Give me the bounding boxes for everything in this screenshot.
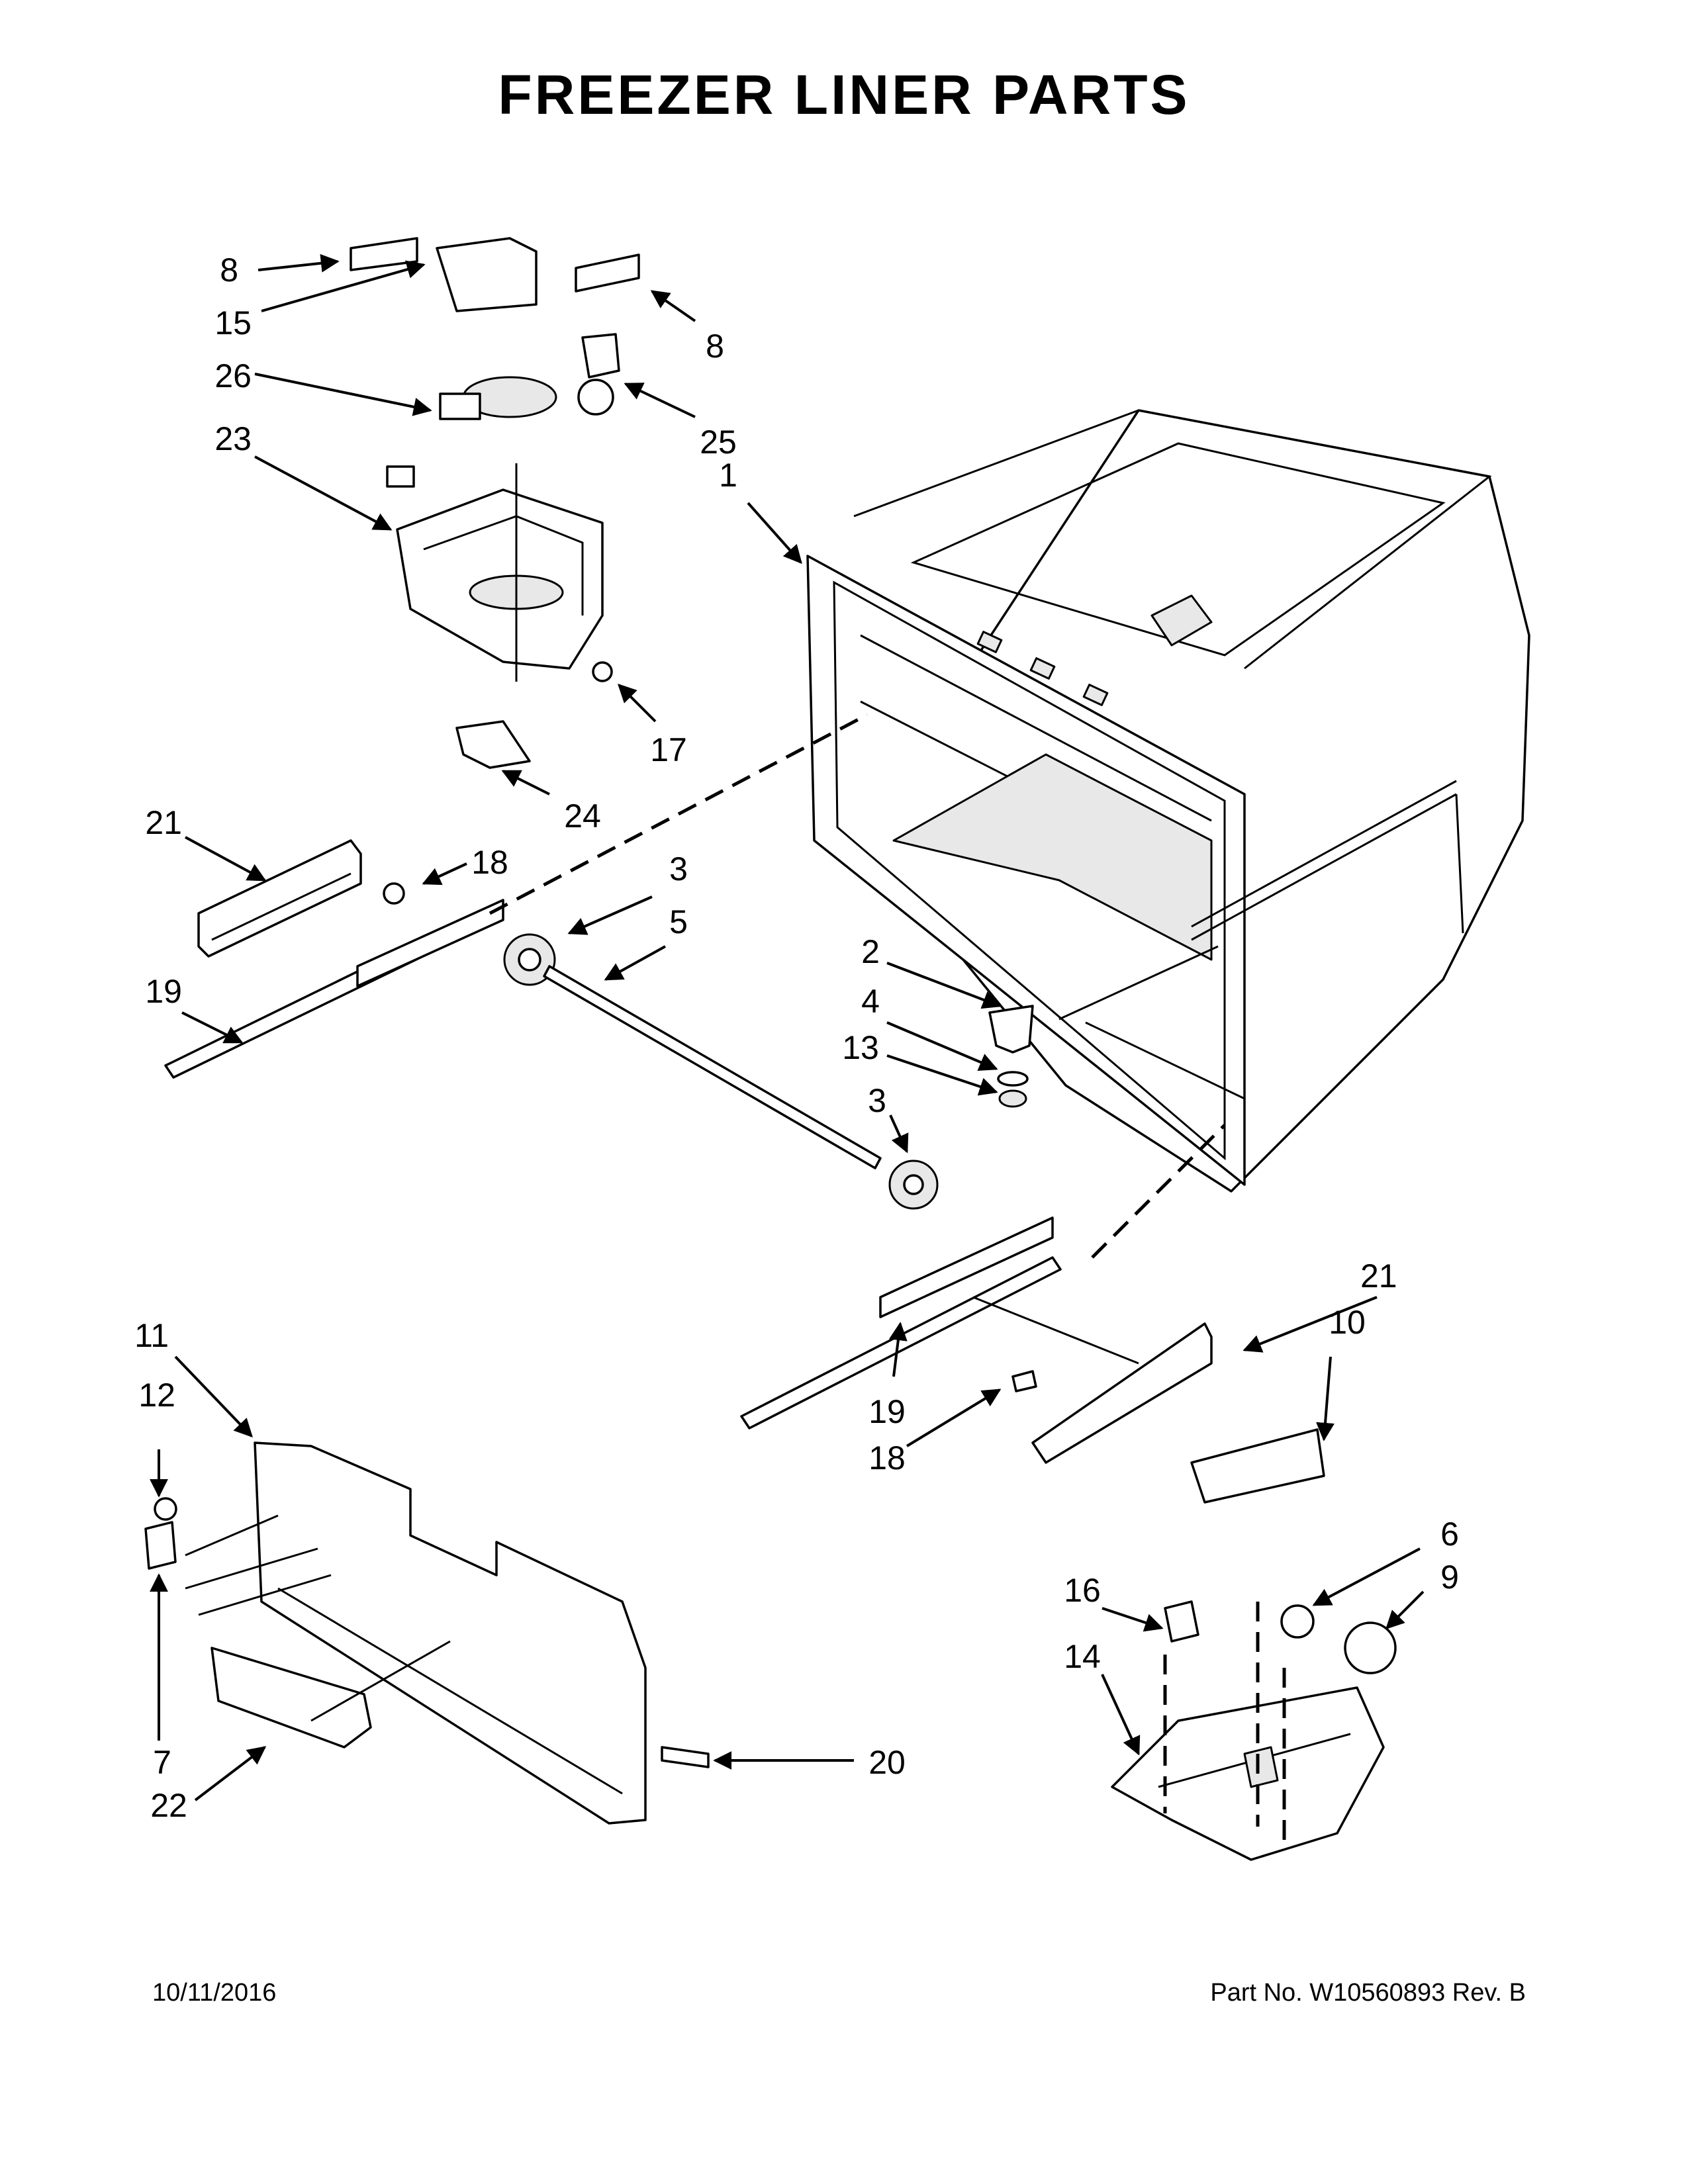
callout-5: 5 (669, 903, 688, 940)
callout-21: 21 (1360, 1257, 1397, 1295)
light-housing-assembly (1111, 1600, 1397, 1861)
caster-assembly (988, 1005, 1034, 1108)
callout-13: 13 (842, 1029, 879, 1066)
right-slide-rail-assembly (740, 1216, 1325, 1504)
footer-date: 10/11/2016 (152, 1979, 277, 2007)
callout-8: 8 (220, 251, 238, 289)
freezer-liner (806, 409, 1530, 1193)
callout-20: 20 (868, 1744, 906, 1781)
callout-12: 12 (138, 1377, 175, 1414)
callout-14: 14 (1064, 1638, 1101, 1675)
page-title: FREEZER LINER PARTS (498, 64, 1190, 126)
shaft-and-gears (503, 933, 939, 1210)
callout-2: 2 (861, 933, 880, 970)
callout-16: 16 (1064, 1572, 1101, 1609)
callout-21: 21 (145, 804, 182, 841)
left-slide-rail-assembly (164, 839, 504, 1079)
rear-panel-assembly (144, 1441, 710, 1825)
connector-lines (185, 713, 1286, 1840)
leader-arrows (150, 253, 1425, 1801)
footer-part-number: Part No. W10560893 Rev. B (1210, 1979, 1526, 2007)
callout-18: 18 (868, 1439, 906, 1477)
callout-4: 4 (861, 983, 880, 1020)
callout-6: 6 (1440, 1516, 1459, 1553)
callout-labels: 8 15 8 26 25 23 1 17 24 21 18 3 5 19 2 4… (134, 251, 1459, 1824)
callout-25: 25 (700, 424, 737, 461)
callout-24: 24 (564, 797, 601, 835)
callout-19: 19 (868, 1393, 906, 1430)
callout-19: 19 (145, 973, 182, 1010)
callout-26: 26 (214, 357, 252, 394)
fan-shroud-assembly (350, 237, 640, 769)
callout-9: 9 (1440, 1559, 1459, 1596)
callout-8: 8 (706, 328, 724, 365)
callout-3: 3 (669, 850, 688, 887)
callout-18: 18 (471, 844, 508, 881)
callout-1: 1 (719, 457, 737, 494)
callout-3: 3 (868, 1082, 886, 1119)
callout-22: 22 (150, 1787, 187, 1824)
callout-7: 7 (153, 1744, 171, 1781)
callout-23: 23 (214, 420, 252, 457)
callout-15: 15 (214, 304, 252, 341)
callout-10: 10 (1329, 1304, 1366, 1341)
callout-11: 11 (134, 1317, 169, 1354)
callout-17: 17 (650, 731, 687, 768)
